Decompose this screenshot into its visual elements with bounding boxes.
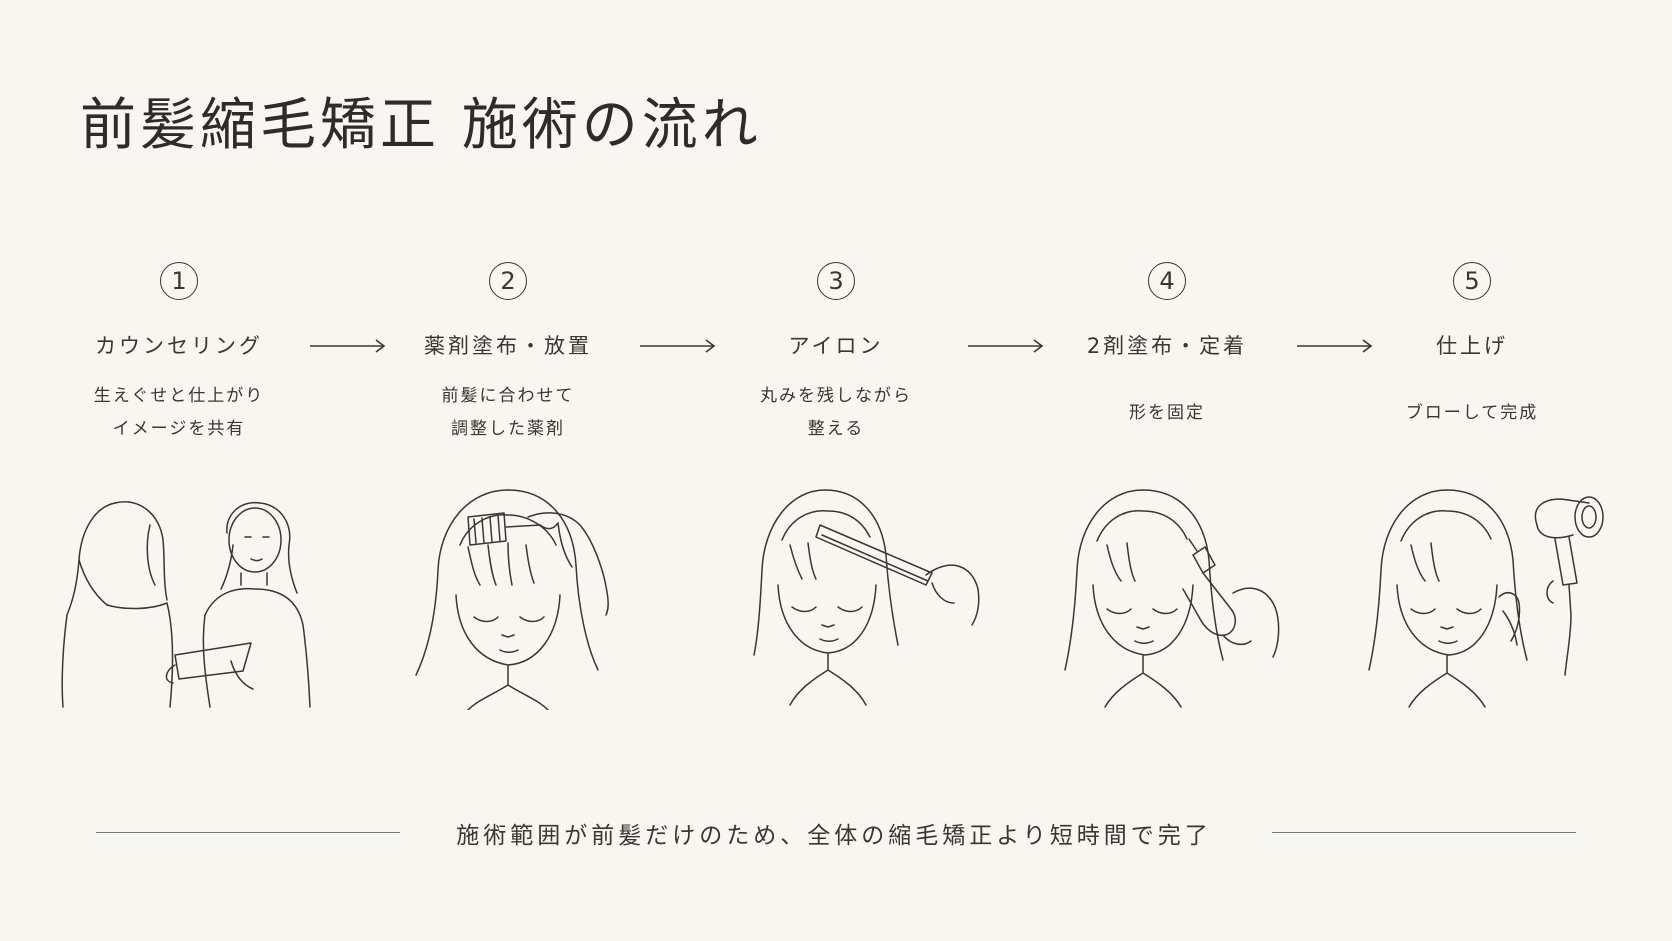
step-name: 仕上げ (1436, 334, 1508, 358)
step-name: 2剤塗布・定着 (1086, 334, 1248, 358)
footer-note: 施術範囲が前髪だけのため、全体の縮毛矯正より短時間で完了 (456, 823, 1212, 849)
counseling-illustration (61, 501, 311, 708)
step-description: 形を固定 (1042, 378, 1292, 448)
step-description: ブローして完成 (1347, 378, 1597, 448)
arrow-right-icon (968, 339, 1044, 353)
step-description: 丸みを残しながら 整える (711, 378, 961, 448)
chemical-application-illustration (415, 489, 609, 710)
step-name: カウンセリング (95, 334, 263, 358)
arrow-right-icon (1297, 339, 1373, 353)
step-5: 5 仕上げ ブローして完成 (1347, 262, 1597, 448)
page-title: 前髪縮毛矯正 施術の流れ (80, 93, 762, 158)
step-description-line: 調整した薬剤 (451, 419, 565, 439)
step-description-line: 生えぐせと仕上がり (93, 386, 265, 406)
step-number: 2 (489, 262, 527, 300)
step-name: 薬剤塗布・放置 (424, 334, 592, 358)
step-1: 1 カウンセリング 生えぐせと仕上がり イメージを共有 (54, 262, 304, 448)
step-number: 5 (1453, 262, 1491, 300)
step-4: 4 2剤塗布・定着 形を固定 (1042, 262, 1292, 448)
step-description-line: 丸みを残しながら (760, 386, 912, 406)
flat-iron-illustration (753, 489, 980, 706)
step-name: アイロン (788, 334, 884, 358)
arrow-right-icon (640, 339, 716, 353)
step-number: 4 (1148, 262, 1186, 300)
step-number: 1 (160, 262, 198, 300)
step-description-line: ブローして完成 (1405, 402, 1539, 423)
arrow-right-icon (310, 339, 386, 353)
divider-left (96, 832, 400, 833)
step-number: 3 (817, 262, 855, 300)
step-2: 2 薬剤塗布・放置 前髪に合わせて 調整した薬剤 (383, 262, 633, 448)
step-description: 生えぐせと仕上がり イメージを共有 (54, 378, 304, 448)
step-description-line: 整える (807, 419, 865, 439)
step-3: 3 アイロン 丸みを残しながら 整える (711, 262, 961, 448)
step-description-line: 前髪に合わせて (441, 386, 575, 406)
step-description-line: 形を固定 (1129, 402, 1205, 423)
divider-right (1272, 832, 1576, 833)
step-description: 前髪に合わせて 調整した薬剤 (383, 378, 633, 448)
blow-dry-illustration (1368, 489, 1604, 708)
second-agent-illustration (1064, 489, 1280, 708)
step-description-line: イメージを共有 (112, 419, 246, 439)
